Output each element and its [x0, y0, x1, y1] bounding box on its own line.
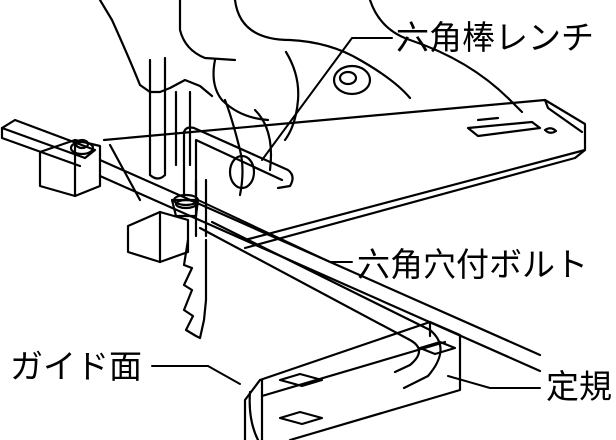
- rip-fence: [198, 220, 462, 440]
- leader-bolt: [197, 199, 353, 263]
- jigsaw-body: [98, 0, 524, 197]
- label-hex-wrench: 六角棒レンチ: [396, 18, 594, 57]
- label-guide-surface: ガイド面: [10, 347, 142, 386]
- leader-wrench-diag: [261, 37, 353, 161]
- clamp-block: [126, 193, 200, 264]
- leader-guide: [151, 365, 241, 385]
- hex-wrench: [182, 126, 294, 198]
- label-rip-fence: 定規: [546, 367, 612, 406]
- leader-ruler: [447, 375, 541, 389]
- leader-lines: [151, 37, 541, 389]
- label-hex-socket-bolt: 六角穴付ボルト: [357, 245, 588, 284]
